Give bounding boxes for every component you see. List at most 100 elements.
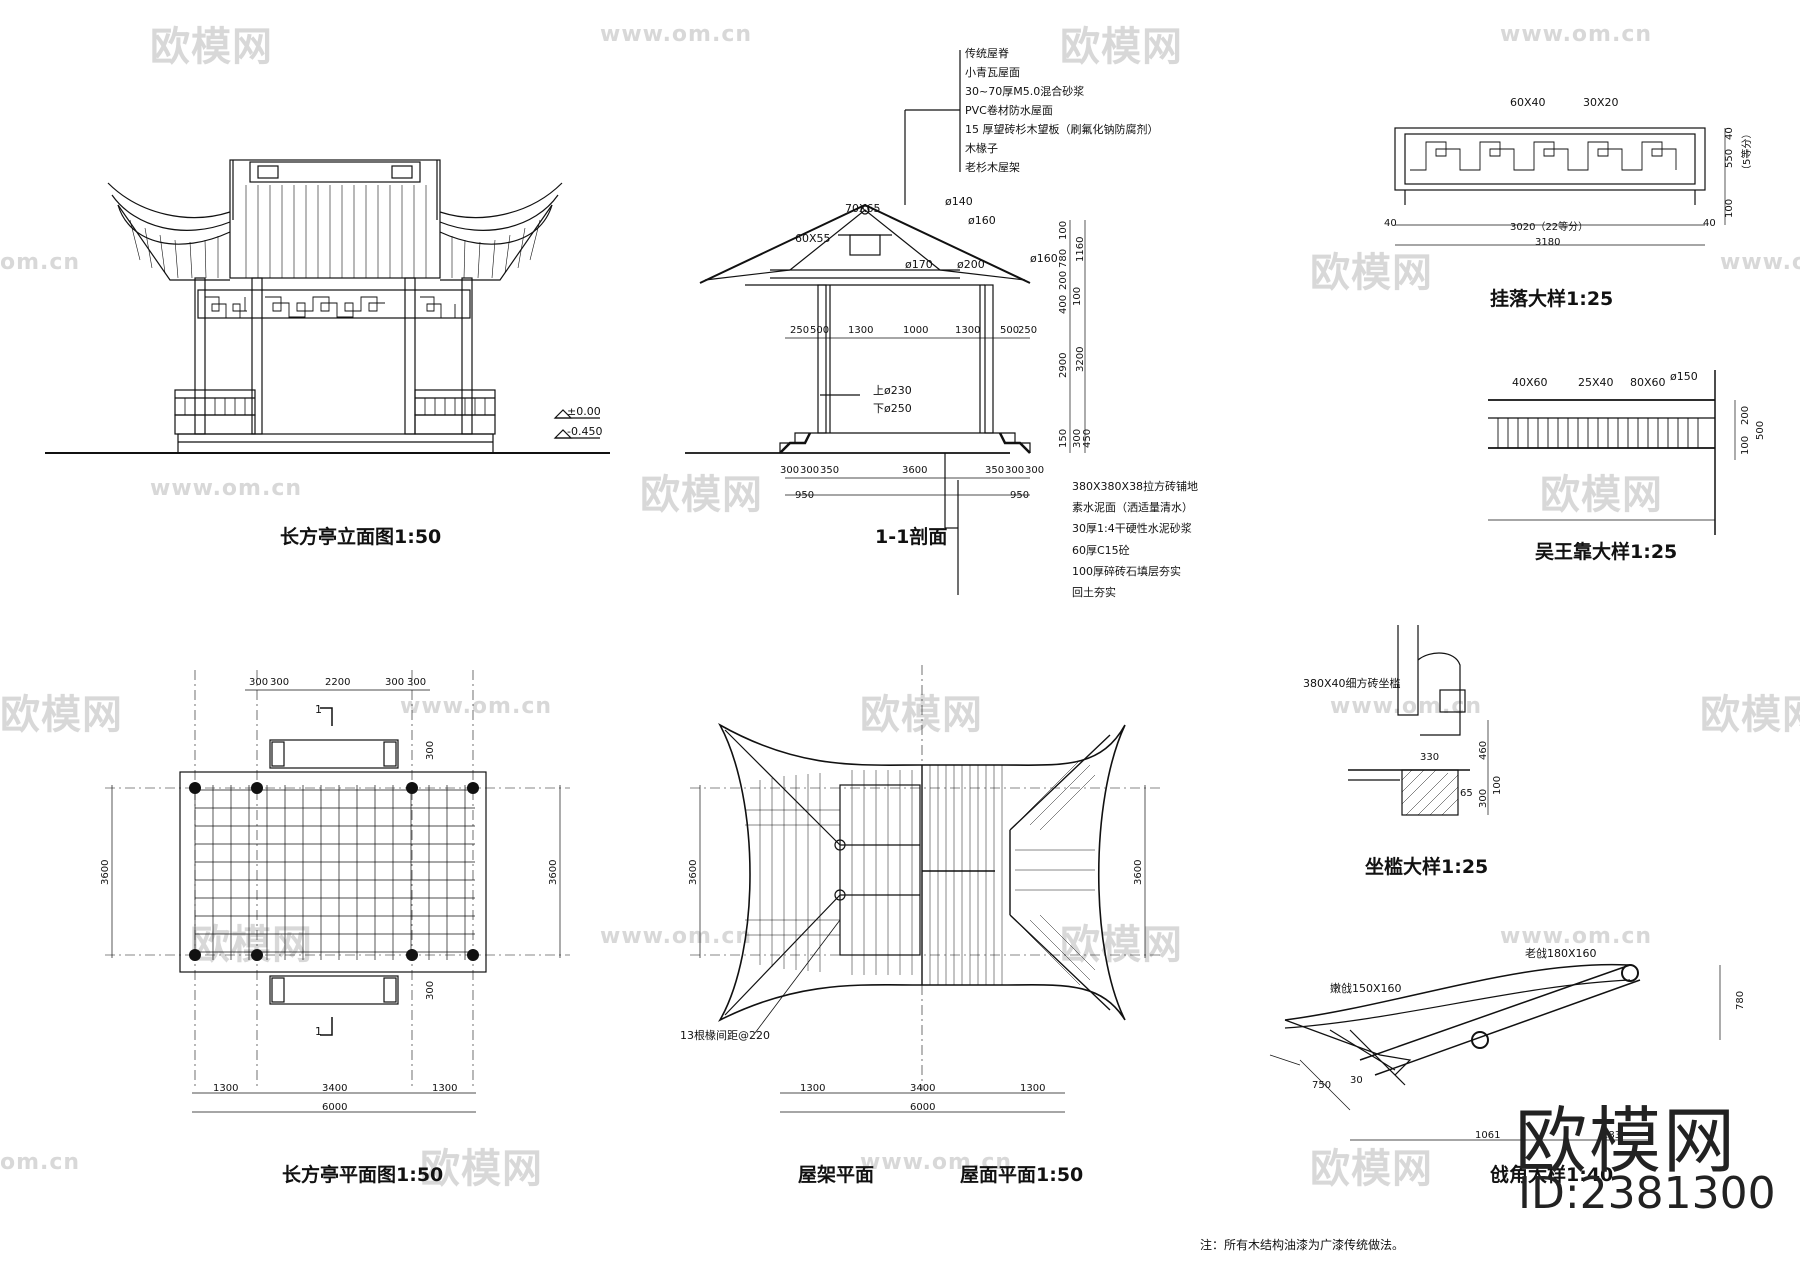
bench-label: 25X40 [1578,376,1614,389]
floor-layer-2: 素水泥面（洒适量清水） [1072,501,1193,514]
plan-dim: 300 [270,677,290,688]
watermark-url: www.om.cn [860,1150,1013,1175]
section-dim: 1300 [848,325,874,336]
watermark-url: www.om.cn [1500,22,1653,47]
corner-beam-title: 戗角大样1:40 [1490,1164,1614,1186]
section-dim: 250 [790,325,810,336]
roof-layer-5: 15 厚望砖杉木望板（刷氟化钠防腐剂） [965,123,1159,136]
roof-plan-drawing [690,665,1160,1113]
corner-beam-drawing [1269,963,1721,1141]
elevation-title: 长方亭立面图1:50 [280,526,442,548]
roof-frame-title: 屋架平面 [798,1164,875,1186]
elevation-drawing [45,159,610,454]
watermark-url: www.om.cn [600,924,753,949]
level-ground-label: -0.450 [567,425,603,438]
section-vdim: 1160 [1075,236,1086,262]
roof-vdim: 3600 [688,859,699,885]
column-label-bottom: 下ø250 [873,402,912,415]
hanging-fret-drawing [1394,127,1726,246]
corner-label: 嫩戗150X160 [1330,982,1402,995]
fret-vdim: 100 [1724,198,1735,218]
rafter-note: 13根椽间距@220 [680,1029,770,1042]
floor-layer-1: 380X380X38拉方砖铺地 [1072,480,1199,493]
corner-dim: 183 [1602,1130,1622,1141]
roof-layer-2: 小青瓦屋面 [965,66,1020,79]
watermark-brand: 欧模网 [1060,922,1183,968]
section-vdim: 450 [1082,428,1093,448]
watermark-url: www.om.cn [1720,250,1800,275]
roof-dim: 1300 [800,1083,826,1094]
hanging-fret-title: 挂落大样1:25 [1490,288,1614,310]
member-label: ø200 [957,258,985,271]
section-dim: 1300 [955,325,981,336]
watermark-brand: 欧模网 [1060,24,1183,70]
watermark-url: www.om.cn [1500,924,1653,949]
plan-vdim: 3600 [100,859,111,885]
roof-dim: 3400 [910,1083,936,1094]
roof-dim: 1300 [1020,1083,1046,1094]
member-label: ø160 [968,214,996,227]
fret-label: 60X40 [1510,96,1546,109]
plan-drawing [105,670,570,1113]
watermark-brand: 欧模网 [860,692,983,738]
section-mark: 1 [315,1025,322,1038]
watermark-url: www.om.cn [600,22,753,47]
plan-dim: 6000 [322,1102,348,1113]
roof-plan-title: 屋面平面1:50 [960,1164,1084,1186]
section-dim: 1000 [903,325,929,336]
floor-layer-6: 回土夯实 [1072,586,1116,599]
roof-layer-3: 30~70厚M5.0混合砂浆 [965,85,1085,98]
section-dim: 350 [985,465,1005,476]
corner-vdim: 780 [1735,990,1746,1010]
bench-vdim: 500 [1755,420,1766,440]
member-label: 70X65 [845,202,881,215]
floor-layer-5: 100厚碎砖石填层夯实 [1072,565,1181,578]
watermark-brand: 欧模网 [1310,250,1433,296]
seat-dim: 330 [1420,752,1440,763]
corner-dim: 750 [1312,1080,1332,1091]
watermark-brand: 欧模网 [1540,472,1663,518]
footnote: 注：所有木结构油漆为广漆传统做法。 [1200,1238,1405,1252]
plan-title: 长方亭平面图1:50 [282,1164,444,1186]
section-vdim: 3200 [1075,346,1086,372]
fret-dim: 40 [1703,218,1716,229]
level-zero-label: ±0.00 [567,405,601,418]
section-mark: 1 [315,703,322,716]
watermark-brand: 欧模网 [190,922,313,968]
plan-dim: 300 [249,677,269,688]
seat-rail-label: 380X40细方砖坐槛 [1303,677,1401,690]
plan-columns [189,782,479,961]
watermark-url: www.om.cn [400,694,553,719]
fret-label: 30X20 [1583,96,1619,109]
seat-vdim: 300 [1478,788,1489,808]
seat-vdim: 100 [1492,775,1503,795]
section-vdim: 150 [1058,428,1069,448]
section-dim: 300 [800,465,820,476]
member-label: ø170 [905,258,933,271]
section-vdim: 2900 [1058,352,1069,378]
brand-stamp: 欧模网 [1515,1099,1738,1183]
id-stamp: ID:2381300 [1518,1168,1776,1219]
bench-label: ø150 [1670,370,1698,383]
plan-dim: 300 [407,677,427,688]
seat-rail-title: 坐槛大样1:25 [1365,856,1489,878]
column-label-top: 上ø230 [873,384,912,397]
section-dim: 3600 [902,465,928,476]
section-dim: 950 [795,490,815,501]
roof-layer-1: 传统屋脊 [965,47,1009,60]
watermark-brand: 欧模网 [1310,1146,1433,1192]
roof-vdim: 3600 [1133,859,1144,885]
bench-back-drawing [1488,370,1736,535]
bench-vdim: 100 [1740,435,1751,455]
corner-dim: 1061 [1475,1130,1501,1141]
member-label: 60X55 [795,232,831,245]
section-dim: 350 [820,465,840,476]
section-dim: 500 [1000,325,1020,336]
section-dim: 300 [1005,465,1025,476]
plan-dim: 1300 [432,1083,458,1094]
member-label: ø160 [1030,252,1058,265]
roof-layer-6: 木椽子 [965,142,998,155]
fret-dim: 3020（22等分） [1510,222,1589,233]
section-vdim: 200 [1058,270,1069,290]
